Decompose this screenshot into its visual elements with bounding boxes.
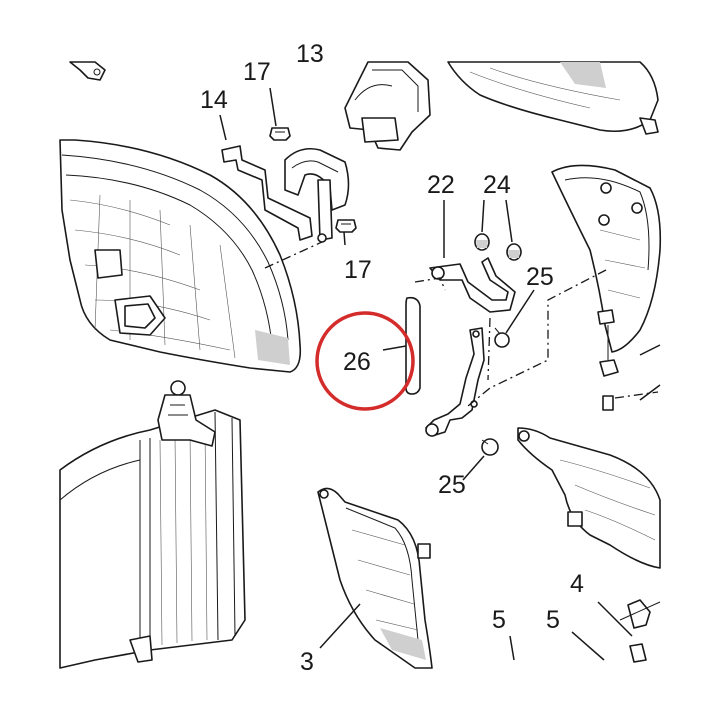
bracket-part-14: [221, 145, 350, 243]
leader-lines: [219, 87, 661, 661]
part-labels: 17 13 14 17 22 24 25 26 25 3 4 5 5: [200, 40, 584, 676]
label-3: 3: [300, 648, 314, 676]
assembly-center-lines: [264, 241, 659, 407]
headlight-housing: [59, 139, 302, 373]
strip-part-26: [405, 296, 421, 395]
screw-part-17-bottom: [335, 219, 357, 233]
label-14: 14: [200, 86, 228, 114]
label-17-bottom: 17: [344, 256, 372, 284]
label-25-upper: 25: [526, 263, 554, 291]
grommet-part-24-left: [474, 233, 490, 251]
side-cover-lower-right: [517, 427, 661, 569]
vent-duct-part-13: [344, 61, 431, 151]
label-26: 26: [343, 348, 371, 376]
side-panel-part-3: [317, 487, 433, 669]
clip-part-25-lower: [481, 438, 499, 456]
label-17-top: 17: [243, 58, 271, 86]
label-5-left: 5: [492, 606, 506, 634]
grommet-part-24-right: [506, 243, 522, 261]
bracket-part-22: [425, 257, 516, 437]
radiator-assembly: [59, 380, 246, 669]
label-24: 24: [483, 171, 511, 199]
label-22: 22: [427, 171, 455, 199]
fastener-parts-4-5: [619, 599, 661, 663]
clip-part-25-upper: [494, 327, 510, 348]
top-left-fragment: [69, 61, 106, 81]
label-25-lower: 25: [438, 471, 466, 499]
screw-part-17-top: [269, 127, 291, 141]
label-13-partial: 13: [296, 40, 324, 68]
label-5-right: 5: [546, 606, 560, 634]
highlight-circle-part-26: [315, 311, 415, 411]
upper-cover-right: [447, 61, 659, 135]
side-cover-right: [551, 164, 662, 411]
label-4: 4: [570, 570, 584, 598]
